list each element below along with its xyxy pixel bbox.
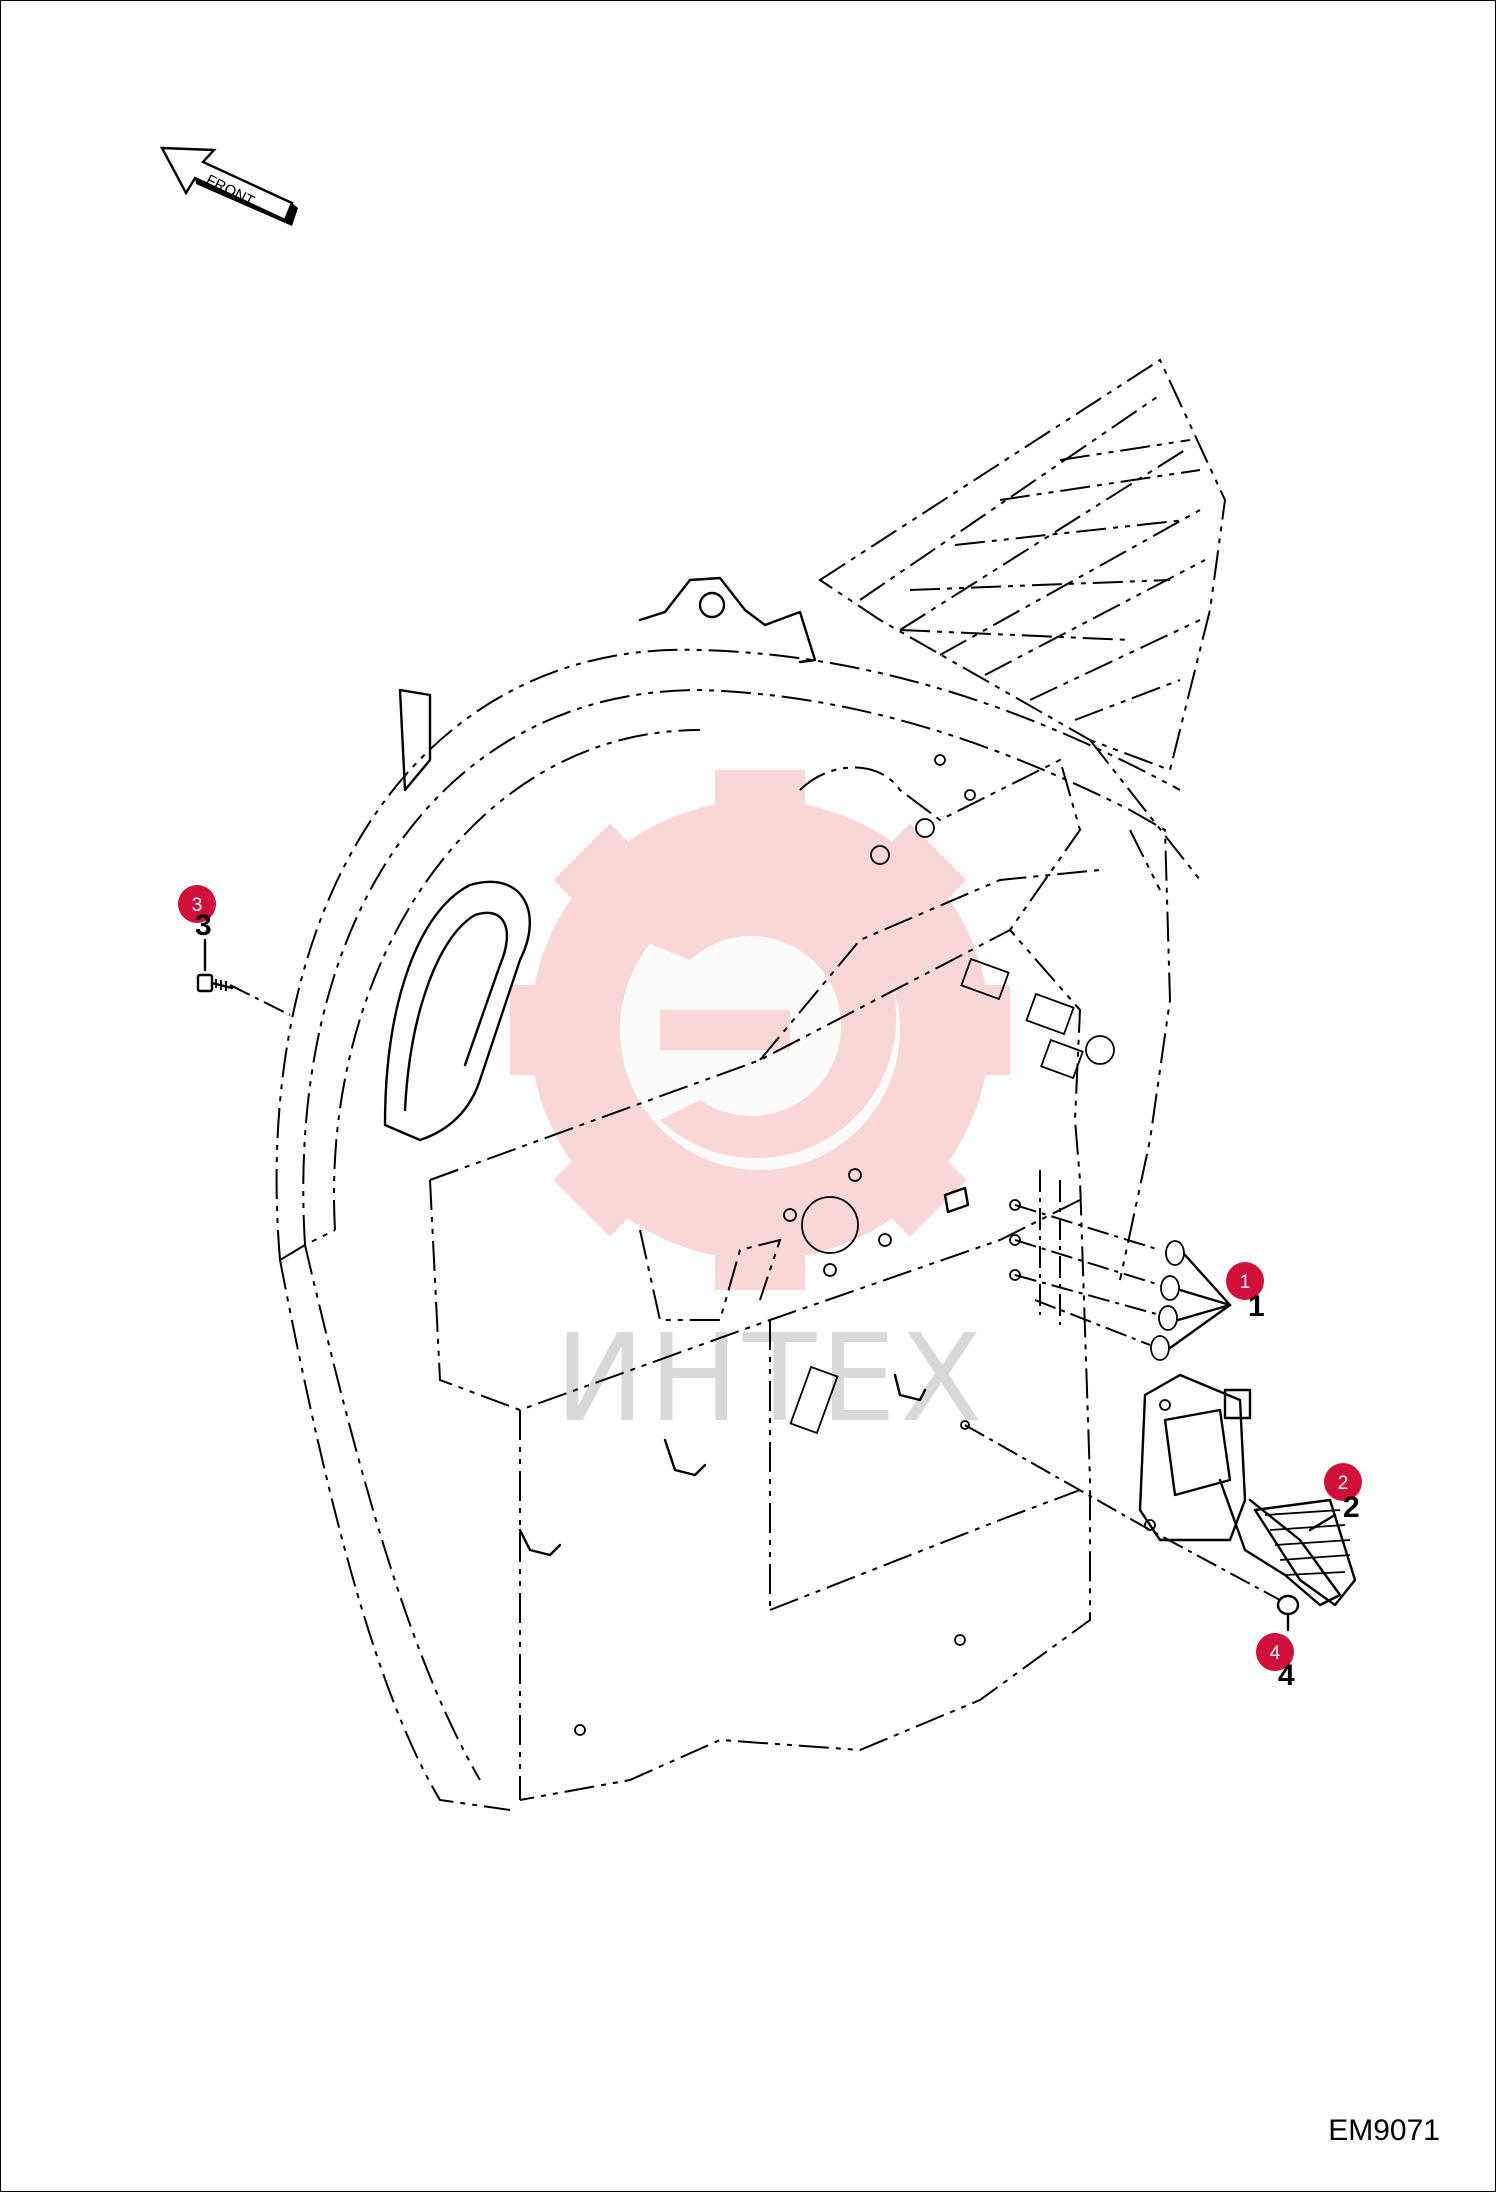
pedal-assembly [1138, 1373, 1357, 1607]
callout-3[interactable]: 3 3 [178, 885, 216, 942]
part-3-ref: 3 [195, 909, 212, 942]
callout-4[interactable]: 4 4 [1256, 1633, 1295, 1692]
watermark-text: ИНТЕХ [555, 1310, 986, 1449]
dash-panel [429, 758, 1172, 1801]
bolt [196, 938, 234, 993]
rops-frame [275, 648, 1181, 1811]
panel-tabs [518, 1373, 927, 1557]
callout-1[interactable]: 1 1 [1226, 1262, 1265, 1323]
part-4-ref: 4 [1278, 1659, 1295, 1692]
callout-2[interactable]: 2 2 [1308, 1463, 1362, 1532]
alignment-lines [229, 984, 1281, 1601]
grab-handle [383, 880, 531, 1142]
part-1-ref: 1 [1248, 1290, 1265, 1323]
callout-4-label: 4 [1270, 1643, 1281, 1664]
gear-logo-icon [510, 770, 1010, 1290]
callout-2-label: 2 [1338, 1473, 1349, 1494]
callout-3-label: 3 [192, 895, 203, 916]
washer-set [1150, 1240, 1232, 1361]
engine-grille [818, 358, 1227, 891]
drawing-id: EM9071 [1328, 2114, 1440, 2147]
part-2-ref: 2 [1343, 1491, 1360, 1524]
top-bracket [638, 576, 817, 664]
callout-1-label: 1 [1240, 1272, 1251, 1293]
panel-holes [574, 754, 1115, 1736]
front-arrow-icon: FRONT [159, 146, 298, 226]
nut [1276, 1594, 1300, 1632]
